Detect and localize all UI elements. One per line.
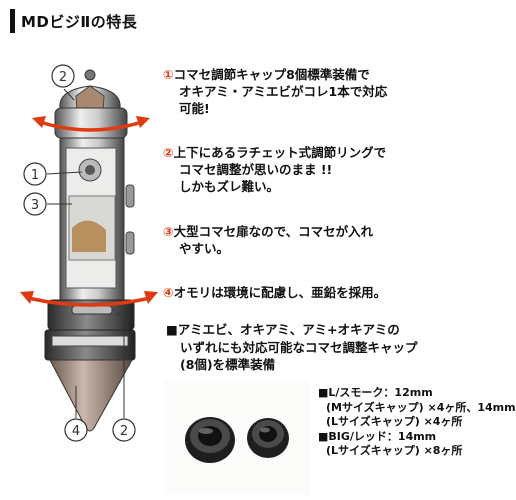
product-diagram: 2 1 3 4 2: [20, 64, 158, 442]
spec-line-5: (Lサイズキャップ) ×8ヶ所: [326, 444, 463, 458]
device-shell: [44, 69, 136, 432]
cap-small-image: [247, 418, 289, 458]
callout-1: 1: [23, 162, 47, 186]
callout-1-label: 1: [31, 168, 39, 183]
header-bar: [10, 9, 15, 33]
callout-2-top: 2: [51, 64, 75, 88]
feature-1-line-2: オキアミ・アミエビがコレ1本で対応: [179, 84, 388, 99]
compat-note: ■アミエビ、オキアミ、アミ+オキアミの いずれにも対応可能なコマセ調整キャップ …: [166, 321, 418, 374]
page-title: MDビジⅡの特長: [21, 12, 138, 31]
compat-line-1: ■アミエビ、オキアミ、アミ+オキアミの: [166, 322, 400, 337]
feature-2-number: ②: [163, 145, 174, 160]
feature-4-line-1: オモリは環境に配慮し、亜鉛を採用。: [173, 285, 387, 300]
feature-1-number: ①: [163, 67, 174, 82]
callout-2-bottom-label: 2: [120, 424, 128, 439]
spec-line-3: (Lサイズキャップ) ×4ヶ所: [326, 415, 463, 429]
dial-icon: [78, 158, 102, 182]
feature-2-line-1: 上下にあるラチェット式調節リングで: [173, 145, 387, 160]
feature-2-line-3: しかもズレ難い。: [179, 179, 280, 194]
feature-4-number: ④: [163, 285, 174, 300]
callout-2-bottom: 2: [112, 418, 136, 442]
callout-3-label: 3: [31, 198, 39, 213]
callout-lines: [46, 88, 125, 418]
compat-line-3: (8個)を標準装備: [180, 357, 276, 372]
caps-photo: [164, 380, 310, 495]
feature-1-line-3: 可能!: [179, 101, 210, 116]
rotation-arrow-top: [32, 116, 150, 132]
rotation-arrow-bottom: [20, 291, 158, 307]
feature-1-line-1: コマセ調節キャップ8個標準装備で: [173, 67, 370, 82]
callout-2-top-label: 2: [59, 70, 67, 85]
cap-large-image: [185, 417, 235, 463]
callout-3: 3: [23, 192, 47, 216]
spec-line-4: ■BIG/レッド：14mm: [318, 429, 437, 443]
feature-2-line-2: コマセ調整が思いのまま !!: [179, 162, 333, 177]
feature-3-line-1: 大型コマセ扉なので、コマセが入れ: [173, 224, 374, 239]
spec-line-1: ■L/スモーク：12mm: [318, 386, 433, 399]
section-header: MDビジⅡの特長: [10, 9, 137, 33]
spec-line-2: (Mサイズキャップ) ×4ヶ所、14mm: [326, 400, 516, 414]
feature-3-number: ③: [163, 224, 174, 239]
cap-specs: ■L/スモーク：12mm (Mサイズキャップ) ×4ヶ所、14mm (Lサイズキ…: [318, 386, 516, 459]
compat-line-2: いずれにも対応可能なコマセ調整キャップ: [180, 339, 418, 355]
feature-3-line-2: やすい。: [179, 241, 230, 256]
callout-4-label: 4: [72, 424, 80, 439]
callout-4: 4: [64, 418, 88, 442]
